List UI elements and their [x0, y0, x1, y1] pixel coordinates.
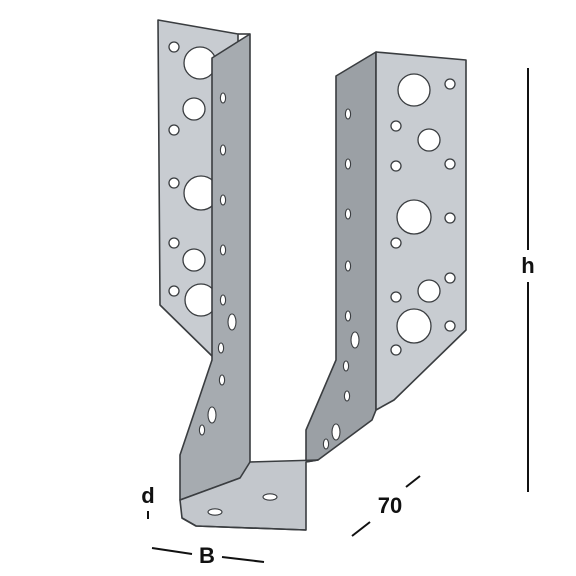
- right-flange-holes: [390, 73, 456, 356]
- dimension-d-label: d: [141, 483, 154, 508]
- hole: [350, 331, 360, 349]
- hole: [219, 294, 227, 306]
- hole: [390, 160, 402, 172]
- bottom-seat: [179, 459, 319, 531]
- hole: [390, 237, 402, 249]
- left-flange-holes: [168, 41, 219, 317]
- hole: [331, 423, 341, 441]
- hole: [344, 108, 352, 120]
- left-side-wall: [179, 33, 251, 501]
- hole: [417, 128, 441, 152]
- hole: [417, 279, 441, 303]
- right-side-holes: [322, 108, 360, 450]
- hole: [182, 248, 206, 272]
- hole: [344, 260, 352, 272]
- left-side-holes: [198, 92, 237, 436]
- dimension-depth-line-lower: [351, 521, 371, 537]
- hole: [198, 424, 206, 436]
- dimension-h: h: [521, 68, 535, 492]
- hole: [207, 406, 217, 424]
- dimension-depth: 70: [351, 475, 421, 537]
- hole: [444, 320, 456, 332]
- dimension-d: d: [141, 483, 155, 519]
- dimension-h-label: h: [521, 253, 534, 278]
- hole: [168, 124, 180, 136]
- hole: [390, 291, 402, 303]
- hole: [168, 177, 180, 189]
- hole: [397, 73, 431, 107]
- hole: [344, 158, 352, 170]
- hole: [444, 78, 456, 90]
- hole: [227, 313, 237, 331]
- right-flange: [375, 51, 467, 411]
- hole: [396, 199, 432, 235]
- bottom-hole: [207, 508, 223, 516]
- right-side-inner: [305, 51, 377, 463]
- dimension-b: B: [151, 543, 265, 568]
- hole: [217, 342, 225, 354]
- bottom-front-edge: [181, 517, 307, 531]
- hole: [396, 308, 432, 344]
- hole: [219, 144, 227, 156]
- hole: [219, 194, 227, 206]
- hole: [219, 92, 227, 104]
- hole: [322, 438, 330, 450]
- hole: [168, 237, 180, 249]
- hole: [218, 374, 226, 386]
- hole: [182, 97, 206, 121]
- hole: [444, 212, 456, 224]
- hole: [219, 244, 227, 256]
- hole: [390, 344, 402, 356]
- hole: [444, 158, 456, 170]
- hole: [343, 390, 351, 402]
- right-side-wall: [305, 51, 377, 463]
- hole: [168, 41, 180, 53]
- hole: [168, 285, 180, 297]
- dimension-b-line-right: [221, 556, 265, 563]
- dimension-depth-line-upper: [405, 475, 421, 488]
- bottom-hole: [262, 493, 278, 501]
- hole: [444, 272, 456, 284]
- hole: [344, 310, 352, 322]
- dimension-b-line-left: [151, 547, 193, 555]
- hole: [390, 120, 402, 132]
- hole: [344, 208, 352, 220]
- hole: [342, 360, 350, 372]
- dimension-b-label: B: [199, 543, 215, 568]
- dimension-depth-label: 70: [378, 493, 402, 518]
